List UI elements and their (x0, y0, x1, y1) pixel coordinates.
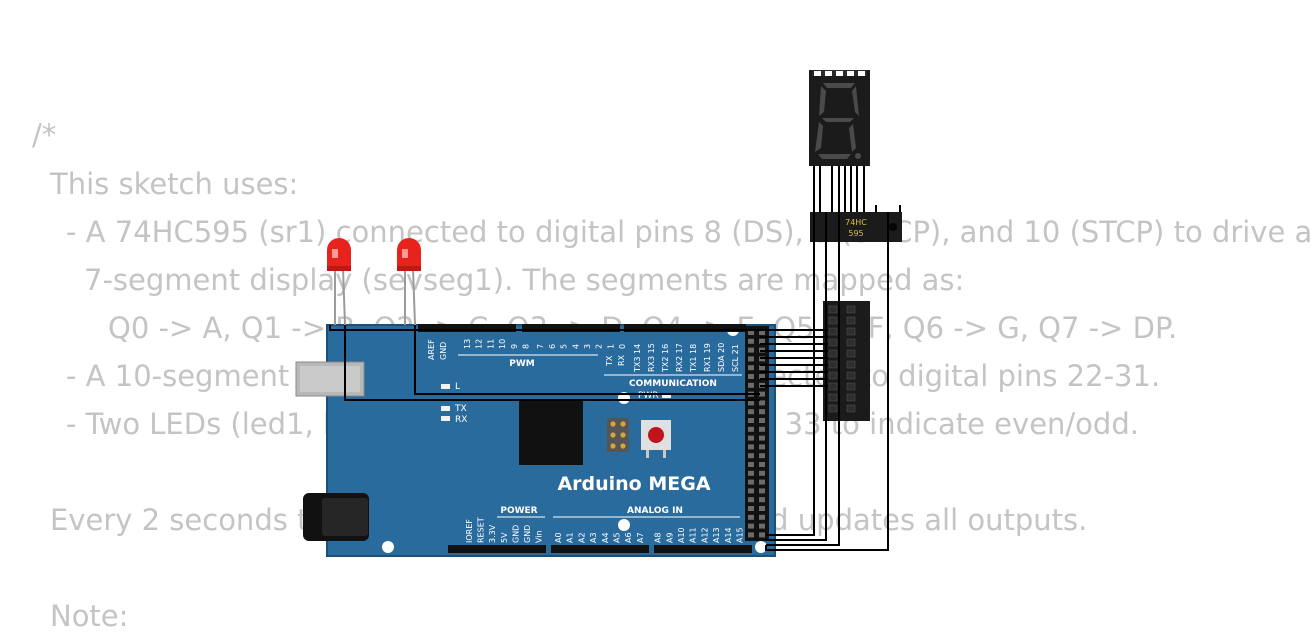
analog-header-right (654, 545, 752, 553)
communication-label: COMMUNICATION (629, 379, 717, 389)
reset-button[interactable] (641, 420, 671, 458)
digital-pin-label: 12 (475, 339, 484, 349)
comm-pin-label: RX2 17 (675, 343, 684, 372)
power-pin-label: RESET (477, 517, 486, 543)
power-pin-label: Vin (535, 530, 544, 543)
microcontroller-chip (519, 401, 583, 465)
wires (329, 166, 901, 551)
simulation-canvas[interactable]: L TX RX PWR Arduino MEGA AREF GND PWM TX… (0, 0, 1200, 630)
seven-segment-display[interactable] (809, 70, 870, 166)
analog-pin-label: A4 (601, 532, 610, 543)
shift-register-label-bottom: 595 (848, 229, 863, 238)
code-line: /* (32, 118, 57, 152)
analog-pin-label: A7 (636, 532, 645, 543)
analog-pin-label: A11 (689, 527, 698, 543)
pwr-indicator (662, 393, 671, 398)
comm-pin-label: RX3 15 (647, 343, 656, 372)
board-name: Arduino MEGA (557, 473, 710, 495)
aref-label: AREF (427, 339, 436, 360)
led-tx-label: TX (454, 404, 467, 414)
comm-header-top (624, 324, 746, 332)
led-rx-indicator (441, 416, 450, 421)
power-pin-label: 3.3V (488, 524, 497, 543)
power-pin-label: GND (523, 525, 532, 543)
led1[interactable] (327, 238, 351, 326)
digital-pin-label: 5 (560, 344, 569, 349)
mounting-hole (382, 541, 394, 553)
analog-pin-label: A2 (577, 532, 586, 543)
bar-graph[interactable] (823, 301, 870, 421)
analog-pin-label: A15 (736, 527, 745, 543)
mounting-hole (618, 519, 630, 531)
analog-pin-label: A13 (712, 527, 721, 543)
analog-in-label: ANALOG IN (627, 506, 683, 516)
power-pin-label: GND (511, 525, 520, 543)
icsp-header (607, 418, 629, 452)
led2[interactable] (397, 238, 421, 326)
digital-pin-label: 7 (536, 344, 545, 349)
analog-pin-label: A1 (566, 532, 575, 543)
digital-pin-label: 9 (510, 344, 519, 349)
led-l-indicator (441, 384, 450, 389)
tx0-label: TX (605, 355, 614, 367)
digital-pin-label: 13 (463, 339, 472, 349)
digital-pin-label: 6 (548, 344, 557, 349)
comm-pin-label: SCL 21 (731, 344, 740, 372)
power-pin-label: IOREF (465, 519, 474, 543)
gnd-label: GND (439, 342, 448, 360)
comm-pin-label: RX1 19 (703, 343, 712, 372)
analog-pin-label: A8 (654, 532, 663, 543)
analog-pin-label: A5 (613, 532, 622, 543)
code-line: Note: (50, 599, 129, 633)
digital-header-right (745, 326, 769, 541)
digital-header-top-right (522, 324, 620, 332)
analog-pin-label: A0 (554, 532, 563, 543)
led-rx-label: RX (455, 415, 467, 425)
code-line: This sketch uses: (50, 167, 299, 201)
digital-pin-label: 1 (606, 344, 615, 349)
power-header (448, 545, 546, 553)
comm-pin-label: TX2 16 (661, 344, 670, 373)
analog-pin-label: A14 (724, 527, 733, 543)
segments (815, 83, 861, 159)
pwr-label: PWR (638, 391, 659, 401)
analog-pin-label: A6 (624, 532, 633, 543)
power-pin-label: 5V (500, 532, 509, 543)
digital-pin-label: 3 (583, 344, 592, 349)
digital-pin-label: 0 (618, 344, 627, 349)
analog-header-left (551, 545, 649, 553)
analog-pin-label: A3 (589, 532, 598, 543)
digital-header-top-left (418, 324, 516, 332)
analog-pin-label: A12 (700, 527, 709, 543)
digital-pin-label: 11 (486, 339, 495, 349)
pwm-label: PWM (509, 359, 535, 369)
comm-pin-label: TX1 18 (689, 344, 698, 373)
digital-pin-label: 2 (595, 344, 604, 349)
comm-pin-label: SDA 20 (717, 343, 726, 372)
led-tx-indicator (441, 406, 450, 411)
arduino-mega-board[interactable]: L TX RX PWR Arduino MEGA AREF GND PWM TX… (295, 324, 776, 557)
rx0-label: RX (617, 354, 626, 366)
analog-pin-label: A9 (665, 532, 674, 543)
shift-register-label-top: 74HC (845, 218, 867, 227)
led-l-label: L (455, 382, 460, 392)
digital-pin-label: 4 (571, 344, 580, 349)
digital-pin-label: 10 (498, 339, 507, 349)
digital-pin-label: 8 (522, 344, 531, 349)
mounting-hole (755, 541, 767, 553)
power-label: POWER (500, 506, 537, 516)
comm-pin-label: TX3 14 (633, 344, 642, 373)
analog-pin-label: A10 (677, 527, 686, 543)
